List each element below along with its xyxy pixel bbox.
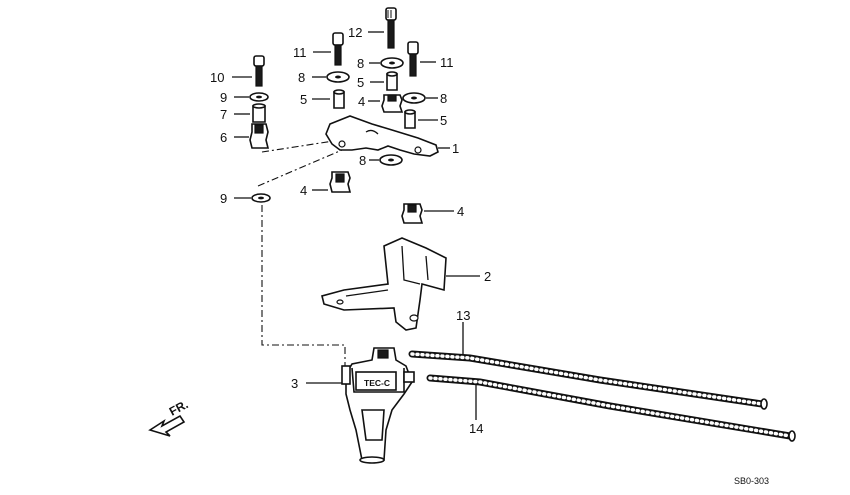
collar-7 (252, 103, 266, 123)
bolt-11-right (407, 41, 419, 77)
diagram-code: SB0-303 (734, 476, 769, 486)
callout-4-b: 4 (300, 183, 307, 198)
callout-7: 7 (220, 107, 227, 122)
washer-9-upper (249, 92, 269, 102)
callout-10: 10 (210, 70, 224, 85)
hose-14 (426, 374, 796, 442)
control-valve-3 (341, 347, 415, 464)
collar-5-b (386, 71, 398, 91)
mounting-plate-1 (325, 115, 439, 157)
callout-8-b: 8 (357, 56, 364, 71)
callout-5-c: 5 (440, 113, 447, 128)
rubber-mount-4-c (401, 203, 424, 224)
callout-11-left: 11 (293, 45, 307, 60)
washer-8-c (402, 92, 426, 104)
washer-9-lower (251, 193, 271, 203)
callout-4-a: 4 (358, 94, 365, 109)
collar-5-c (404, 109, 416, 129)
callout-4-c: 4 (457, 204, 464, 219)
washer-8-d (379, 154, 403, 166)
callout-3: 3 (291, 376, 298, 391)
callout-5-b: 5 (357, 75, 364, 90)
valve-label: TEC-C (364, 378, 390, 388)
front-direction-arrow (148, 414, 186, 437)
washer-8-b (380, 57, 404, 69)
rubber-mount-4-b (329, 171, 352, 193)
callout-8-c: 8 (440, 91, 447, 106)
callout-1: 1 (452, 141, 459, 156)
direction-label: FR. (167, 397, 191, 418)
long-bolt-12 (385, 7, 397, 49)
washer-8-a (326, 71, 350, 83)
callout-14: 14 (469, 421, 483, 436)
bolt-11-left (332, 32, 344, 66)
callout-12: 12 (348, 25, 362, 40)
callout-9-lower: 9 (220, 191, 227, 206)
rubber-mount-6 (249, 123, 270, 149)
callout-8-d: 8 (359, 153, 366, 168)
bolt-10 (253, 55, 265, 87)
callout-2: 2 (484, 269, 491, 284)
callout-6: 6 (220, 130, 227, 145)
callout-13: 13 (456, 308, 470, 323)
hose-13 (408, 350, 768, 410)
callout-5-a: 5 (300, 92, 307, 107)
callout-9-upper: 9 (220, 90, 227, 105)
bracket-2 (321, 237, 447, 331)
collar-5-a (333, 89, 345, 109)
callout-8-a: 8 (298, 70, 305, 85)
assembly-guide-lines (257, 139, 346, 370)
callout-11-right: 11 (440, 55, 454, 70)
rubber-mount-4-a (381, 94, 404, 113)
